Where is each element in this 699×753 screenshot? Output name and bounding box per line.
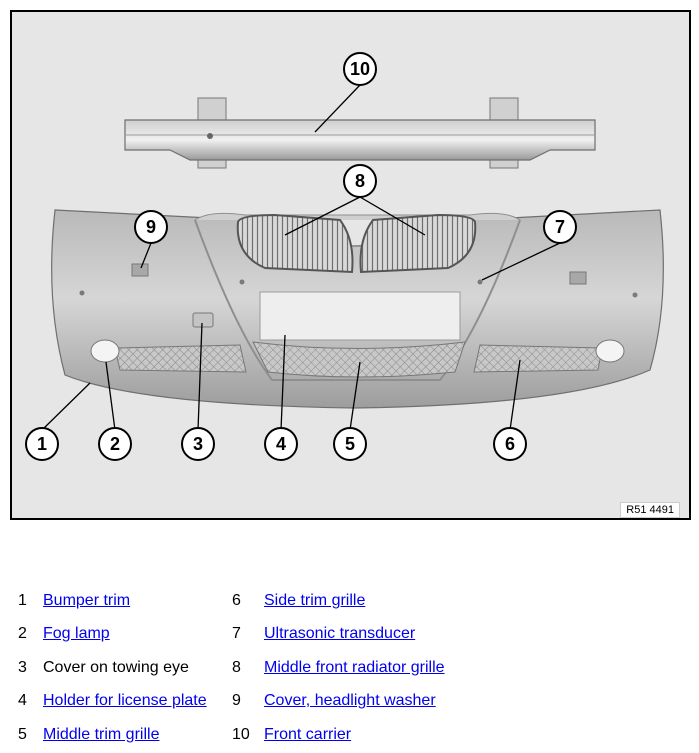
legend-number: 1 xyxy=(18,592,27,609)
callout-7: 7 xyxy=(543,210,577,244)
callout-5: 5 xyxy=(333,427,367,461)
svg-text:8: 8 xyxy=(355,171,365,191)
legend-number: 3 xyxy=(18,659,27,676)
bumper-exploded-view: 10 8 9 7 1 2 3 4 5 6 xyxy=(10,10,691,520)
left-side-grille-part xyxy=(114,344,247,373)
parts-diagram: 10 8 9 7 1 2 3 4 5 6 R51 4491 xyxy=(10,10,691,520)
headlight-washer-cover-part xyxy=(131,263,149,277)
svg-text:9: 9 xyxy=(146,217,156,237)
svg-text:3: 3 xyxy=(193,434,203,454)
side-trim-grille-link[interactable]: Side trim grille xyxy=(264,592,366,609)
towing-eye-cover-part xyxy=(192,312,214,328)
middle-trim-grille-part xyxy=(252,341,466,378)
legend-number: 6 xyxy=(232,592,241,609)
callouts: 10 8 9 7 1 2 3 4 5 6 xyxy=(25,52,577,461)
svg-text:10: 10 xyxy=(350,59,370,79)
fog-lamp-right-part xyxy=(595,339,625,363)
middle-trim-grille-link[interactable]: Middle trim grille xyxy=(43,726,160,743)
license-plate-holder-link[interactable]: Holder for license plate xyxy=(43,692,207,709)
callout-8: 8 xyxy=(343,164,377,198)
legend-number: 4 xyxy=(18,692,27,709)
callout-4: 4 xyxy=(264,427,298,461)
ultrasonic-transducer-link[interactable]: Ultrasonic transducer xyxy=(264,625,416,642)
legend-number: 2 xyxy=(18,625,27,642)
leader-lines xyxy=(41,84,561,431)
headlight-washer-cover-link[interactable]: Cover, headlight washer xyxy=(264,692,436,709)
callout-10: 10 xyxy=(343,52,377,86)
svg-text:1: 1 xyxy=(37,434,47,454)
callout-3: 3 xyxy=(181,427,215,461)
bumper-trim-link[interactable]: Bumper trim xyxy=(43,592,131,609)
towing-eye-cover-label: Cover on towing eye xyxy=(43,659,189,676)
ultrasonic-transducer-part xyxy=(477,279,483,285)
legend-number: 5 xyxy=(18,726,27,743)
front-carrier-link[interactable]: Front carrier xyxy=(264,726,352,743)
license-plate-holder-part xyxy=(259,291,461,341)
callout-2: 2 xyxy=(98,427,132,461)
svg-text:2: 2 xyxy=(110,434,120,454)
callout-1: 1 xyxy=(25,427,59,461)
svg-text:6: 6 xyxy=(505,434,515,454)
fog-lamp-part xyxy=(90,339,120,363)
radiator-grille-link[interactable]: Middle front radiator grille xyxy=(264,659,445,676)
legend-number: 9 xyxy=(232,692,241,709)
svg-text:7: 7 xyxy=(555,217,565,237)
side-trim-grille-part xyxy=(473,344,603,373)
callout-9: 9 xyxy=(134,210,168,244)
legend-number: 10 xyxy=(232,726,250,743)
svg-text:5: 5 xyxy=(345,434,355,454)
callout-6: 6 xyxy=(493,427,527,461)
legend-number: 7 xyxy=(232,625,241,642)
front-carrier-part xyxy=(124,97,596,169)
figure-reference-code: R51 4491 xyxy=(620,502,680,518)
legend-number: 8 xyxy=(232,659,241,676)
svg-text:4: 4 xyxy=(276,434,286,454)
radiator-grille-part xyxy=(236,213,477,274)
fog-lamp-link[interactable]: Fog lamp xyxy=(43,625,110,642)
